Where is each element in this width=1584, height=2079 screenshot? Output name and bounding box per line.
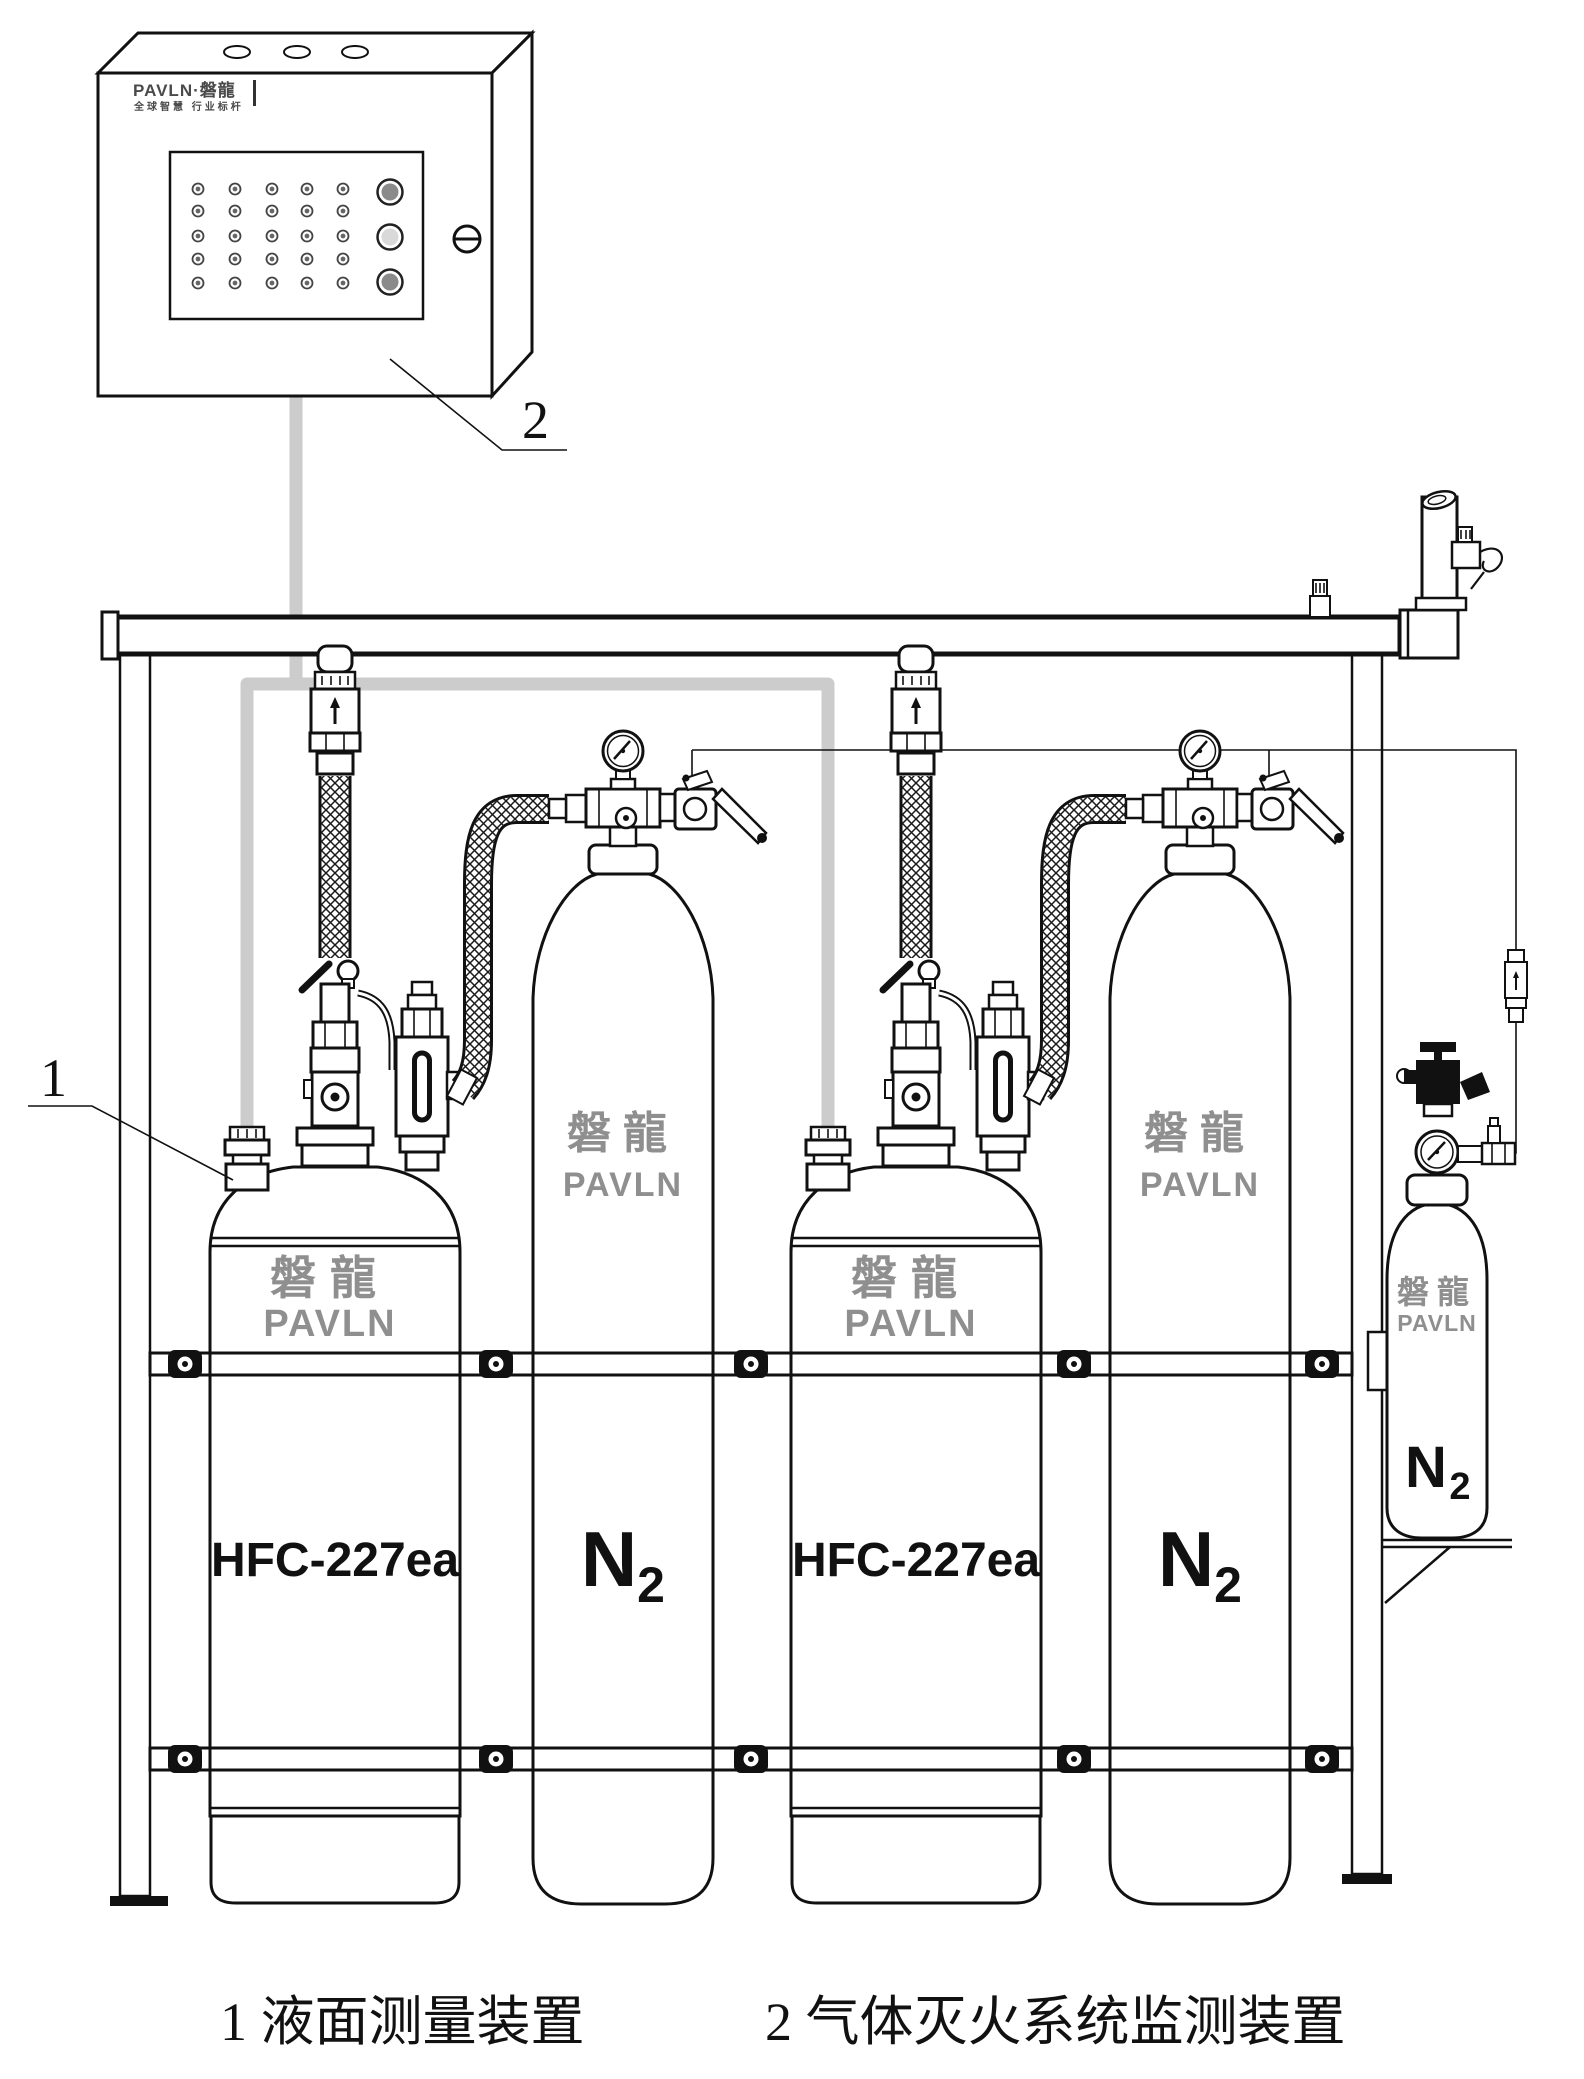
cable-knockout	[341, 45, 369, 59]
control-panel: PAVLN·磐龍 全球智慧 行业标杆	[94, 29, 536, 400]
pressure-switch	[1450, 526, 1504, 590]
gas-subscript: 2	[637, 1557, 665, 1613]
gas-symbol: N	[1158, 1515, 1214, 1603]
brand-en: PAVLN	[263, 1303, 396, 1345]
indicator-panel	[168, 150, 425, 321]
legend: 1 液面测量装置 2 气体灭火系统监测装置	[220, 1992, 1346, 2052]
brand-en: PAVLN	[563, 1166, 683, 1204]
agent-label: HFC-227ea	[211, 1534, 459, 1587]
discharge-outlet	[1398, 489, 1468, 660]
cable-knockout	[223, 45, 251, 59]
callout-2-label: 2	[522, 390, 549, 450]
pilot-tee	[1457, 1117, 1517, 1166]
pilot-line	[692, 749, 1528, 1154]
gas-symbol: N	[1405, 1435, 1447, 1500]
brand-cn: 磐龍	[567, 1109, 679, 1158]
n2-valve	[1124, 729, 1346, 848]
liquid-level-sensor	[804, 1125, 852, 1192]
cylinder-rails	[148, 1350, 1354, 1773]
pilot-valve	[1396, 1042, 1490, 1118]
brand-cn: 磐龍	[1397, 1274, 1477, 1310]
cable-knockout	[283, 45, 311, 59]
callout-2: 2	[389, 358, 567, 451]
agent-label: HFC-227ea	[792, 1534, 1040, 1587]
n2-valve	[547, 729, 769, 848]
pipe-end-cap	[100, 610, 120, 661]
brand-cn: 磐龍	[270, 1252, 390, 1304]
status-lamps	[376, 178, 404, 296]
panel-latch-screw[interactable]	[452, 224, 482, 254]
panel-logo: PAVLN·磐龍	[133, 80, 236, 100]
brand-cn: 磐龍	[1144, 1109, 1256, 1158]
n2-cylinder-left	[447, 729, 769, 1906]
brand-en: PAVLN	[1140, 1166, 1260, 1204]
check-valve	[891, 646, 941, 958]
legend-item-2: 2 气体灭火系统监测装置	[765, 1992, 1346, 2052]
brand-cn: 磐龍	[851, 1252, 971, 1304]
container-valve	[878, 961, 973, 1166]
callout-1-label: 1	[40, 1048, 67, 1108]
liquid-level-sensor	[223, 1125, 271, 1192]
manifold-pipe	[100, 489, 1504, 661]
frame-post-left	[118, 652, 152, 1898]
legend-item-1: 1 液面测量装置	[220, 1992, 585, 2052]
gas-subscript: 2	[1214, 1557, 1242, 1613]
gas-symbol: N	[581, 1515, 637, 1603]
pipe-fill-port	[1309, 579, 1331, 618]
actuator	[396, 982, 462, 1170]
callout-1: 1	[28, 1048, 234, 1181]
n2-cylinder-right	[1024, 729, 1346, 1906]
brand-en: PAVLN	[1397, 1310, 1477, 1336]
brand-en: PAVLN	[844, 1303, 977, 1345]
check-valve	[310, 646, 360, 958]
pilot-shelf	[1382, 1538, 1512, 1604]
frame-post-right	[1350, 652, 1384, 1876]
panel-tagline: 全球智慧 行业标杆	[133, 100, 244, 113]
gas-subscript: 2	[1449, 1466, 1470, 1508]
frame	[110, 652, 1392, 1906]
pilot-n2-cylinder	[1366, 1042, 1517, 1604]
container-valve	[297, 961, 392, 1166]
cylinder-labels: 磐龍 PAVLN HFC-227ea 磐龍 PAVLN N 2 磐龍 PAVLN…	[211, 1109, 1477, 1613]
